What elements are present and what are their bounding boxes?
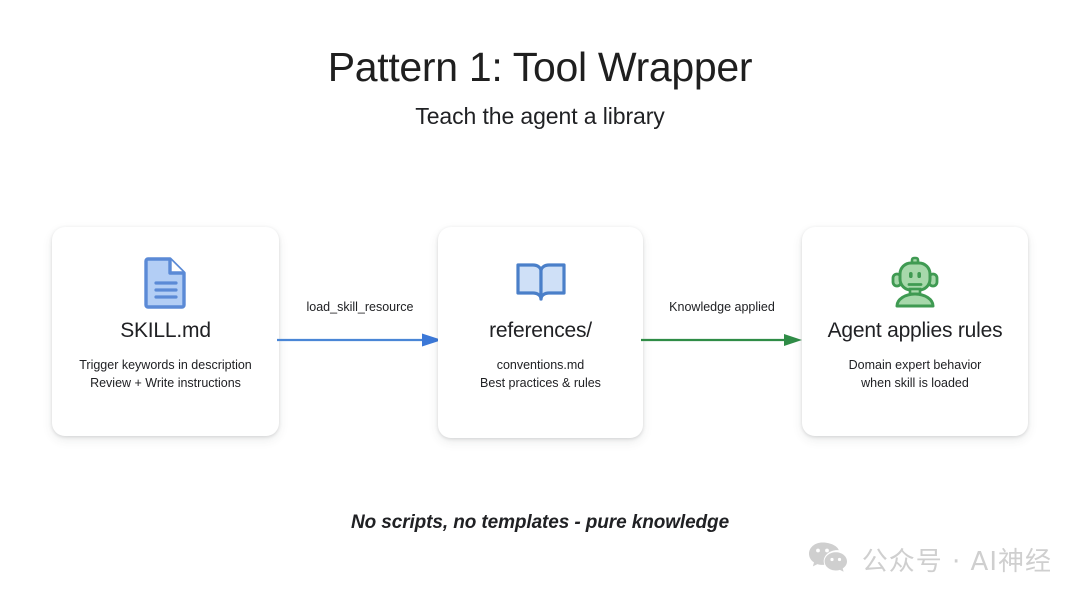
node-skill-md[interactable]: SKILL.md Trigger keywords in description…: [52, 227, 279, 436]
node-agent-applies-rules[interactable]: Agent applies rules Domain expert behavi…: [802, 227, 1028, 436]
node-references[interactable]: references/ conventions.md Best practice…: [438, 227, 643, 438]
node-title: Agent applies rules: [827, 319, 1003, 342]
node-description: Domain expert behavior when skill is loa…: [841, 357, 990, 393]
edge-load-skill-resource: load_skill_resource: [277, 300, 443, 360]
open-book-icon: [513, 253, 569, 311]
node-title: references/: [489, 319, 592, 342]
node-description: Trigger keywords in description Review +…: [71, 357, 260, 393]
footer-caption: No scripts, no templates - pure knowledg…: [350, 512, 730, 533]
header: Pattern 1: Tool Wrapper Teach the agent …: [0, 44, 1080, 130]
document-icon: [143, 253, 188, 311]
robot-icon: [888, 253, 942, 311]
page-subtitle: Teach the agent a library: [415, 103, 665, 130]
edge-label: load_skill_resource: [306, 300, 414, 314]
wechat-icon: [807, 540, 849, 579]
node-description-line-2: Best practices & rules: [480, 375, 601, 390]
watermark-text: 公众号 · AI神经: [861, 547, 1052, 577]
node-description-line-2: Review + Write instructions: [90, 375, 241, 390]
edge-label: Knowledge applied: [669, 300, 775, 314]
arrow-right-icon: [277, 333, 442, 347]
watermark: 公众号 · AI神经: [807, 540, 1052, 579]
arrow-right-icon: [641, 334, 802, 346]
node-description-line-1: conventions.md: [496, 358, 585, 372]
page-title: Pattern 1: Tool Wrapper: [327, 44, 753, 90]
node-title: SKILL.md: [120, 319, 211, 342]
edge-knowledge-applied: Knowledge applied: [641, 300, 803, 360]
node-description-line-1: Trigger keywords in description: [79, 358, 252, 372]
node-description-line-2: when skill is loaded: [861, 375, 969, 390]
node-description: conventions.md Best practices & rules: [472, 357, 609, 393]
node-description-line-1: Domain expert behavior: [848, 358, 982, 372]
